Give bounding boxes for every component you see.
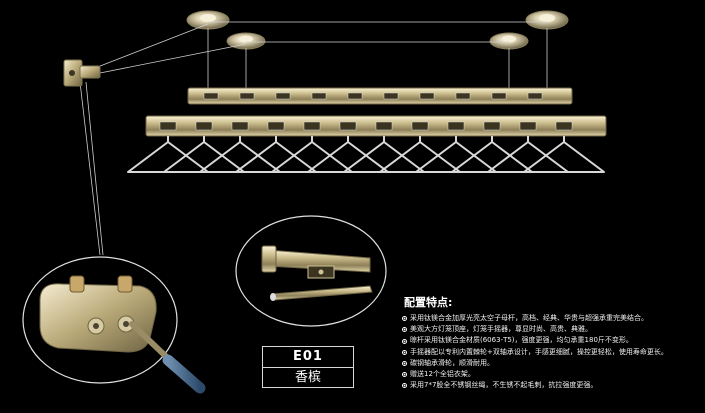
- features-section: 配置特点: 采用钛镁合金加厚光亮太空子母杆，高档、经典、华贵与超强承重完美结合。…: [402, 294, 702, 391]
- ceiling-pulley-icon: [525, 10, 569, 30]
- bullet-icon: [402, 360, 407, 366]
- feature-item: 美观大方灯笼顶座，灯笼手摇器，尊显时尚、高贵、典雅。: [402, 324, 702, 335]
- hanger-icon: [379, 136, 461, 173]
- feature-item: 赠送12个全铝衣架。: [402, 369, 702, 380]
- feature-item: 采用7*7股全不锈钢丝绳，不生锈不起毛刺，抗拉强度更强。: [402, 380, 702, 391]
- cable-lines: [79, 21, 548, 256]
- hanger-icon: [523, 136, 605, 173]
- hanger-icon: [127, 136, 209, 173]
- bullet-icon: [402, 327, 407, 333]
- lower-hanging-bar: [145, 115, 607, 137]
- ceiling-pulley-icon: [226, 32, 266, 50]
- bullet-icon: [402, 316, 407, 322]
- hangers-group: [127, 136, 605, 173]
- bullet-icon: [402, 372, 407, 378]
- hanger-icon: [451, 136, 533, 173]
- upper-hanging-bar: [187, 87, 573, 105]
- model-label-box: E01 香槟: [262, 346, 354, 388]
- hanger-icon: [235, 136, 317, 173]
- bar-detail-callout: [235, 215, 387, 327]
- hanger-icon: [271, 136, 353, 173]
- features-title: 配置特点:: [404, 296, 453, 309]
- color-name: 香槟: [294, 370, 321, 385]
- features-list: 采用钛镁合金加厚光亮太空子母杆，高档、经典、华贵与超强承重完美结合。 美观大方灯…: [402, 313, 702, 391]
- ceiling-pulley-group: [186, 10, 569, 50]
- feature-item: 采用钛镁合金加厚光亮太空子母杆，高档、经典、华贵与超强承重完美结合。: [402, 313, 702, 324]
- bullet-icon: [402, 349, 407, 355]
- hanger-icon: [487, 136, 569, 173]
- model-code: E01: [263, 347, 353, 368]
- feature-item: 手摇器配以专利内置棘轮+双轴承设计，手感更细腻，操控更轻松，使用寿命更长。: [402, 347, 702, 358]
- ceiling-pulley-icon: [186, 10, 230, 30]
- hanger-icon: [307, 136, 389, 173]
- hanger-icon: [163, 136, 245, 173]
- wall-bracket-icon: [63, 59, 101, 87]
- ceiling-pulley-icon: [489, 32, 529, 50]
- hand-winder-icon: [22, 256, 206, 394]
- feature-item: 碳钢轴承滑轮，顺滑耐用。: [402, 358, 702, 369]
- bullet-icon: [402, 383, 407, 389]
- bullet-icon: [402, 338, 407, 344]
- hanger-icon: [415, 136, 497, 173]
- hanger-icon: [199, 136, 281, 173]
- feature-item: 晾杆采用钛镁合金材质(6063-T5)，强度更强，均匀承重180斤不变形。: [402, 335, 702, 346]
- hanger-icon: [343, 136, 425, 173]
